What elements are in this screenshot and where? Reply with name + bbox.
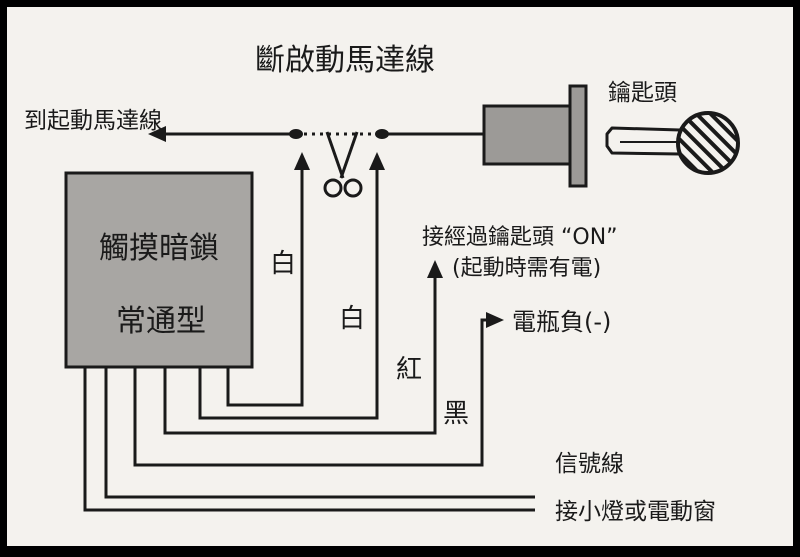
arrow-icon (148, 126, 166, 142)
to-starter-label: 到起動馬達線 (24, 108, 162, 134)
touch-lock-box (64, 171, 254, 369)
diagram-title: 斷啟動馬達線 (255, 43, 435, 78)
on-label-line2: (起動時需有電) (452, 256, 601, 281)
key-cylinder (482, 104, 572, 166)
white-wire-label-2: 白 (339, 304, 365, 334)
lights-wire-label: 接小燈或電動窗 (555, 499, 716, 525)
scissors-icon (323, 131, 363, 198)
key-head-label: 鑰匙頭 (608, 80, 677, 106)
arrow-icon (427, 260, 443, 278)
arrow-icon (369, 152, 385, 170)
arrow-icon (294, 152, 310, 170)
signal-wire-label: 信號線 (555, 451, 624, 477)
on-label-line1: 接經過鑰匙頭 “ON” (422, 225, 618, 250)
cut-point-left (289, 129, 303, 139)
battery-negative-label: 電瓶負(-) (512, 308, 611, 336)
red-wire-label: 紅 (396, 355, 422, 385)
key-flange (568, 84, 588, 188)
cut-point-right (375, 129, 389, 139)
black-wire-label: 黑 (443, 399, 469, 429)
lock-label-line2: 常通型 (116, 304, 206, 339)
lock-wires (83, 160, 535, 512)
lock-label-line1: 觸摸暗鎖 (99, 231, 219, 266)
key-icon (605, 111, 740, 175)
white-wire-label-1: 白 (270, 249, 296, 279)
arrow-icon (486, 312, 504, 328)
